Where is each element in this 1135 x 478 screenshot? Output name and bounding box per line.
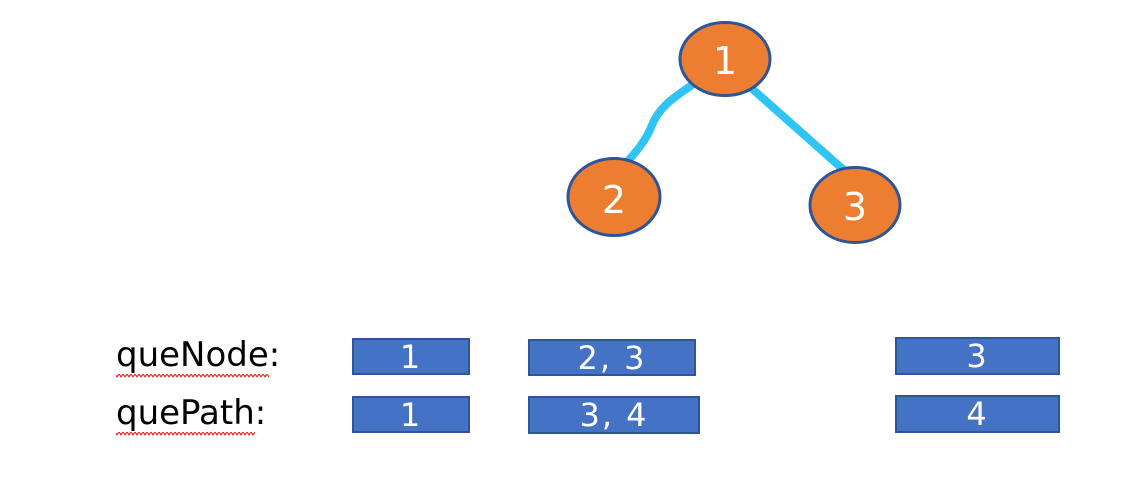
quepath-step-3-value: 4: [966, 395, 989, 433]
queue-label-quepath: quePath:: [116, 393, 266, 433]
quenode-step-1-value: 1: [399, 337, 423, 376]
tree-node-1[interactable]: 1: [678, 21, 772, 97]
tree-node-3[interactable]: 3: [808, 166, 902, 244]
quepath-step-3-box[interactable]: 4: [895, 395, 1060, 433]
quenode-step-2-box[interactable]: 2, 3: [528, 339, 696, 376]
tree-node-2[interactable]: 2: [566, 157, 662, 237]
quenode-step-3-box[interactable]: 3: [895, 337, 1060, 375]
binary-tree-graphic: 1 2 3: [566, 21, 902, 244]
edge-node1-node3: [745, 82, 850, 176]
queue-label-quepath-text: quePath: [116, 393, 255, 436]
quenode-step-1-box[interactable]: 1: [352, 338, 470, 375]
quepath-step-1-value: 1: [399, 395, 423, 434]
tree-node-2-ellipse: [566, 157, 662, 237]
tree-node-3-ellipse: [808, 166, 902, 244]
quepath-step-2-box[interactable]: 3, 4: [528, 396, 700, 434]
quenode-step-3-value: 3: [966, 337, 989, 375]
queue-label-quepath-colon: :: [254, 393, 267, 433]
quepath-step-2-value: 3, 4: [579, 396, 649, 434]
quenode-step-2-value: 2, 3: [577, 338, 647, 377]
queue-label-quenode-text: queNode: [116, 335, 269, 378]
quepath-step-1-box[interactable]: 1: [352, 396, 470, 433]
tree-node-1-ellipse: [678, 21, 772, 97]
tree-node-1-label: 1: [713, 39, 737, 83]
tree-node-3-label: 3: [843, 185, 867, 229]
edge-node1-node2: [614, 81, 696, 176]
tree-node-2-label: 2: [602, 178, 626, 222]
queue-label-quenode-colon: :: [268, 335, 281, 375]
queue-label-quenode: queNode:: [116, 335, 280, 375]
